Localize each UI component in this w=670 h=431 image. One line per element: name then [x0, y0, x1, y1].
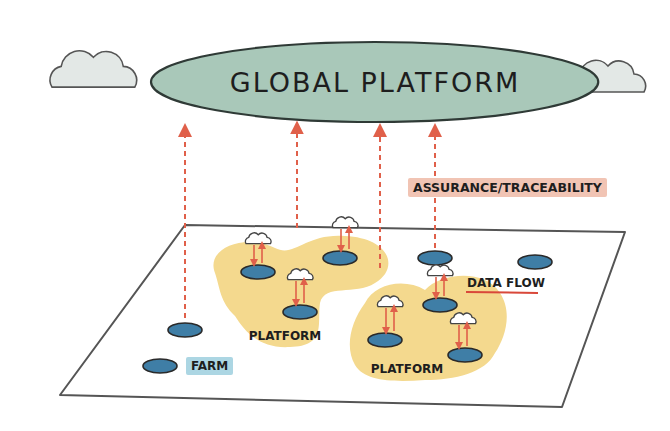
small-cloud — [332, 217, 358, 228]
ground-map — [60, 225, 625, 407]
farm-pond — [323, 251, 357, 265]
small-cloud — [377, 296, 403, 307]
dashed-connector — [296, 127, 298, 228]
flow-arrow-up — [393, 308, 395, 331]
small-cloud — [427, 265, 453, 276]
small-cloud — [287, 269, 313, 280]
data-flow-clouds — [245, 217, 476, 346]
data-flow-underline — [466, 292, 538, 293]
global-platform-ellipse: GLOBAL PLATFORM — [149, 40, 600, 124]
flow-arrow-up — [466, 325, 468, 346]
flow-arrow-down — [340, 229, 342, 249]
farm-pond — [518, 255, 552, 269]
flow-arrow-down — [295, 281, 297, 303]
farm-pond — [168, 323, 202, 337]
global-platform-title: GLOBAL PLATFORM — [230, 67, 521, 98]
small-cloud — [450, 313, 476, 324]
flow-arrow-down — [458, 325, 460, 346]
flow-arrow-down — [435, 277, 437, 296]
large-cloud — [50, 51, 137, 87]
farm-label: FARM — [186, 357, 233, 375]
flow-arrow-up — [443, 277, 445, 296]
flow-arrow-up — [348, 229, 350, 249]
farm-pond — [143, 359, 177, 373]
farm-pond — [283, 305, 317, 319]
dashed-arrow — [184, 130, 186, 318]
data-flow-label: DATA FLOW — [467, 276, 545, 290]
flow-arrow-up — [303, 281, 305, 303]
farm-pond — [423, 298, 457, 312]
farm-pond — [241, 265, 275, 279]
platform-label: PLATFORM — [249, 329, 322, 343]
small-cloud — [245, 233, 271, 244]
farm-pond — [448, 348, 482, 362]
farm-pond — [418, 251, 452, 265]
flow-arrow-down — [385, 308, 387, 331]
ellipse-shape — [151, 42, 598, 122]
flow-arrow-down — [253, 245, 255, 263]
flow-arrow-up — [261, 245, 263, 263]
assurance-label: ASSURANCE/TRACEABILITY — [408, 178, 607, 197]
platform-label: PLATFORM — [371, 362, 444, 376]
farm-group — [143, 251, 552, 373]
dashed-connector — [379, 130, 381, 268]
farm-pond — [368, 333, 402, 347]
